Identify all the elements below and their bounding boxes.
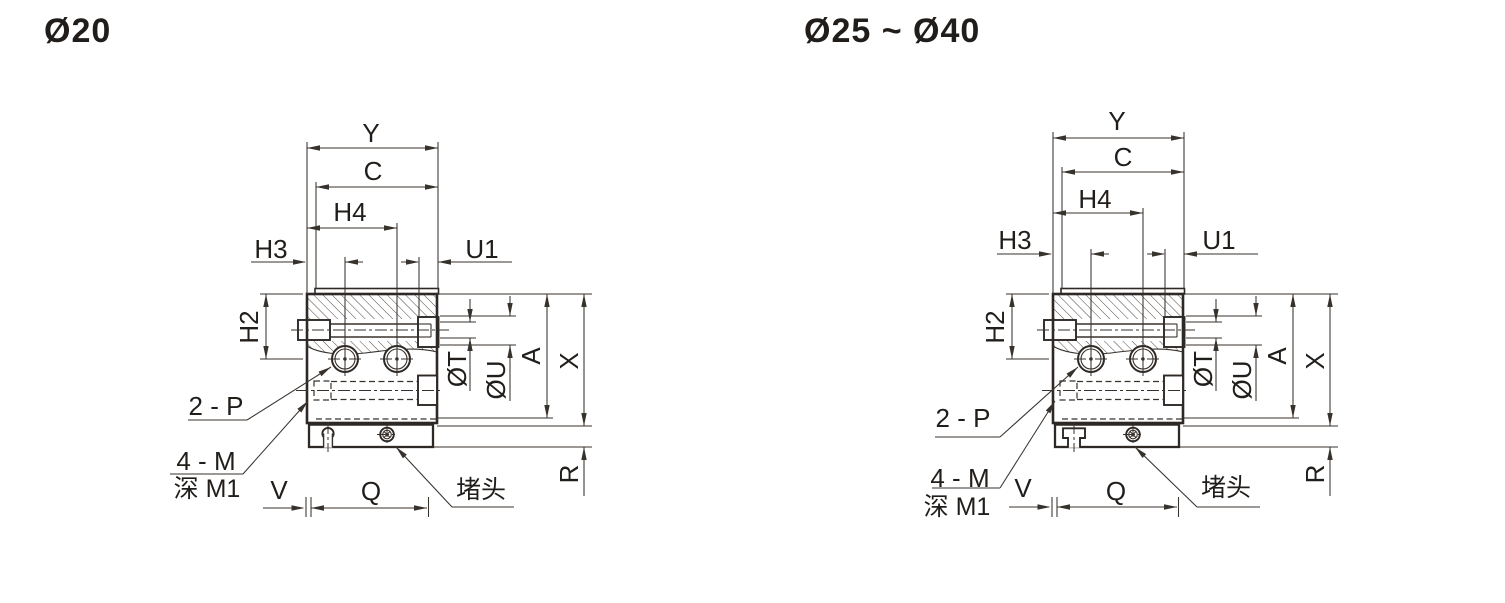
dim-label-Y: Y (1108, 106, 1125, 136)
dim-label-C: C (1114, 142, 1133, 172)
dim-label-H2: H2 (234, 310, 264, 343)
dim-label-U1: U1 (1202, 225, 1235, 255)
dim-label-OU: ØU (481, 361, 511, 400)
dim-label-X: X (1300, 352, 1330, 369)
dim-label-H3: H3 (998, 225, 1031, 255)
leader-label-ports: 2 - P (936, 403, 991, 433)
dim-label-R: R (1300, 465, 1330, 484)
dim-label-OT: ØT (442, 351, 472, 387)
dim-label-Q: Q (1106, 476, 1126, 506)
leader-label-thread-depth: 深 M1 (924, 493, 991, 521)
dim-label-OU: ØU (1227, 361, 1257, 400)
dim-label-H3: H3 (254, 234, 287, 264)
dim-label-OT: ØT (1188, 351, 1218, 387)
dim-label-A: A (1262, 347, 1292, 365)
leader-label-plug: 堵头 (456, 476, 506, 504)
dim-label-Y: Y (362, 118, 379, 148)
dim-label-R: R (554, 465, 584, 484)
leader-label-plug: 堵头 (1201, 474, 1251, 502)
title-bore-20: Ø20 (44, 12, 112, 50)
leader-label-ports: 2 - P (189, 391, 244, 421)
title-bore-25-40: Ø25 ~ Ø40 (804, 12, 981, 50)
dim-label-H4: H4 (333, 197, 366, 227)
leader-label-thread-depth: 深 M1 (174, 475, 241, 503)
dim-label-Q: Q (361, 476, 381, 506)
dim-label-H2: H2 (980, 310, 1010, 343)
dim-label-X: X (554, 352, 584, 369)
leader-label-mount-holes: 4 - M (176, 446, 235, 476)
dim-label-H4: H4 (1078, 184, 1111, 214)
dim-label-A: A (516, 347, 546, 365)
dim-label-C: C (364, 156, 383, 186)
dim-label-V: V (270, 475, 288, 505)
dim-label-U1: U1 (465, 234, 498, 264)
dim-label-V: V (1014, 473, 1032, 503)
